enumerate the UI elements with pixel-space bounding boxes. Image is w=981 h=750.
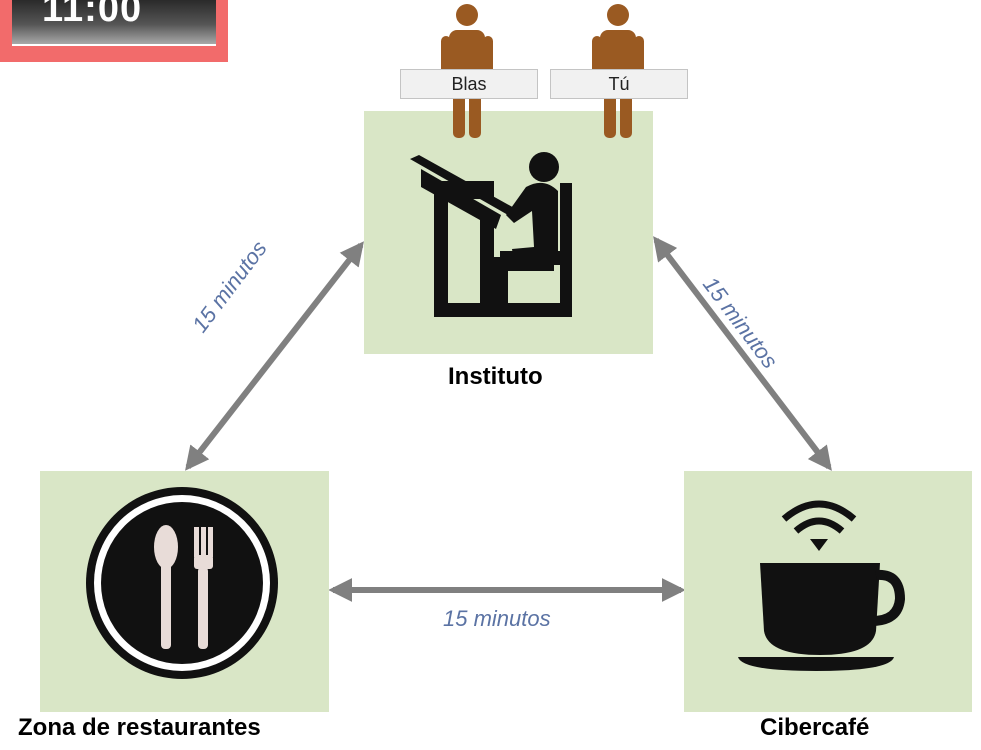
clock-time: 11:00 bbox=[42, 0, 143, 30]
person-icon bbox=[592, 4, 644, 138]
student-desk-icon bbox=[410, 152, 572, 317]
node-label-restaurantes: Zona de restaurantes bbox=[18, 714, 261, 741]
clock-display: 11:00 bbox=[12, 0, 216, 46]
person-tag-blas: Blas bbox=[400, 69, 538, 99]
node-cibercafe[interactable] bbox=[684, 471, 972, 712]
fork-spoon-icon bbox=[86, 487, 278, 679]
person-tag-tu: Tú bbox=[550, 69, 688, 99]
node-restaurantes[interactable] bbox=[40, 471, 329, 712]
node-instituto[interactable] bbox=[364, 111, 653, 354]
arrow-instituto-restaurantes bbox=[185, 241, 364, 471]
wifi-coffee-cup-icon bbox=[738, 500, 906, 671]
node-label-instituto: Instituto bbox=[448, 363, 543, 390]
arrow-instituto-cibercafe bbox=[653, 236, 832, 471]
edge-label-restaurantes-cibercafe: 15 minutos bbox=[443, 606, 551, 631]
node-label-cibercafe: Cibercafé bbox=[760, 714, 870, 741]
clock-panel: 11:00 bbox=[0, 0, 228, 62]
